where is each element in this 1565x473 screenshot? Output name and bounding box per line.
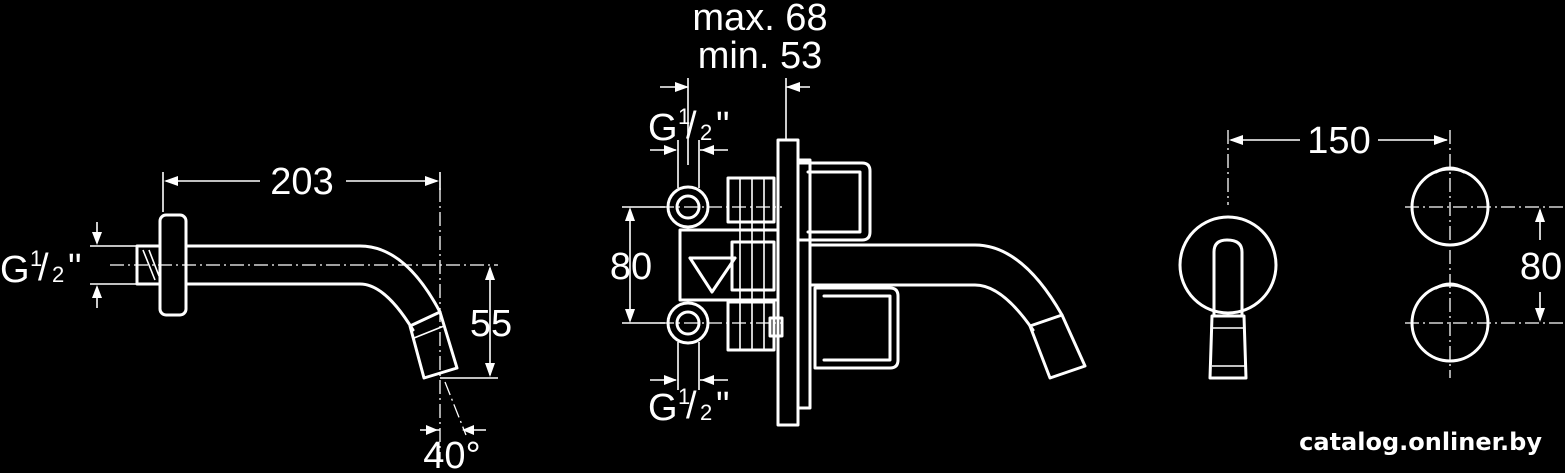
svg-text:/: / bbox=[686, 105, 697, 147]
watermark: catalog.onliner.by bbox=[1299, 428, 1542, 456]
aerator-front bbox=[1208, 314, 1248, 380]
spout-rosette bbox=[1178, 215, 1278, 315]
svg-text:2: 2 bbox=[700, 120, 712, 145]
svg-text:G: G bbox=[0, 249, 30, 291]
thread-label: G 1 / 2 " bbox=[0, 246, 82, 291]
mounting-view: max. 68 min. 53 bbox=[610, 0, 1087, 429]
svg-text:": " bbox=[68, 247, 82, 289]
valve-body bbox=[678, 228, 780, 302]
aerator bbox=[408, 310, 459, 380]
length-dimension: 203 bbox=[270, 161, 333, 203]
svg-text:": " bbox=[716, 105, 730, 147]
svg-text:1: 1 bbox=[678, 384, 690, 409]
cartridge-top bbox=[726, 176, 776, 224]
vertical-spacing-dimension: 80 bbox=[1520, 246, 1562, 288]
front-view: 150 80 bbox=[1178, 120, 1565, 380]
height-dimension: 55 bbox=[470, 303, 512, 345]
handle-bottom bbox=[813, 286, 900, 370]
svg-text:G: G bbox=[648, 107, 678, 149]
angle-dimension: 40° bbox=[423, 435, 480, 473]
aerator bbox=[1028, 313, 1087, 380]
thread-label-bottom: G 1 / 2 " bbox=[648, 384, 730, 429]
cartridge-bottom bbox=[726, 300, 776, 352]
wall-plate bbox=[776, 138, 800, 427]
svg-text:1: 1 bbox=[678, 104, 690, 129]
svg-text:/: / bbox=[38, 247, 49, 289]
spout-top bbox=[184, 244, 442, 314]
spout-bottom bbox=[184, 282, 415, 332]
svg-text:": " bbox=[716, 385, 730, 427]
svg-text:2: 2 bbox=[52, 262, 64, 287]
spout-front bbox=[1212, 238, 1244, 318]
horizontal-spacing-dimension: 150 bbox=[1307, 120, 1370, 162]
thread-label-top: G 1 / 2 " bbox=[648, 104, 730, 149]
max-depth-label: max. 68 bbox=[692, 0, 827, 39]
spout-top bbox=[808, 243, 1064, 317]
svg-text:/: / bbox=[686, 385, 697, 427]
spout-bottom bbox=[808, 283, 1035, 332]
spacing-dimension: 80 bbox=[610, 246, 652, 288]
svg-text:1: 1 bbox=[30, 246, 42, 271]
handle-top bbox=[796, 161, 872, 242]
min-depth-label: min. 53 bbox=[698, 35, 823, 77]
side-view: 203 55 G 1 / 2 " 40° bbox=[0, 161, 512, 473]
cartridge-mid bbox=[730, 240, 776, 292]
svg-text:G: G bbox=[648, 387, 678, 429]
svg-text:2: 2 bbox=[700, 400, 712, 425]
